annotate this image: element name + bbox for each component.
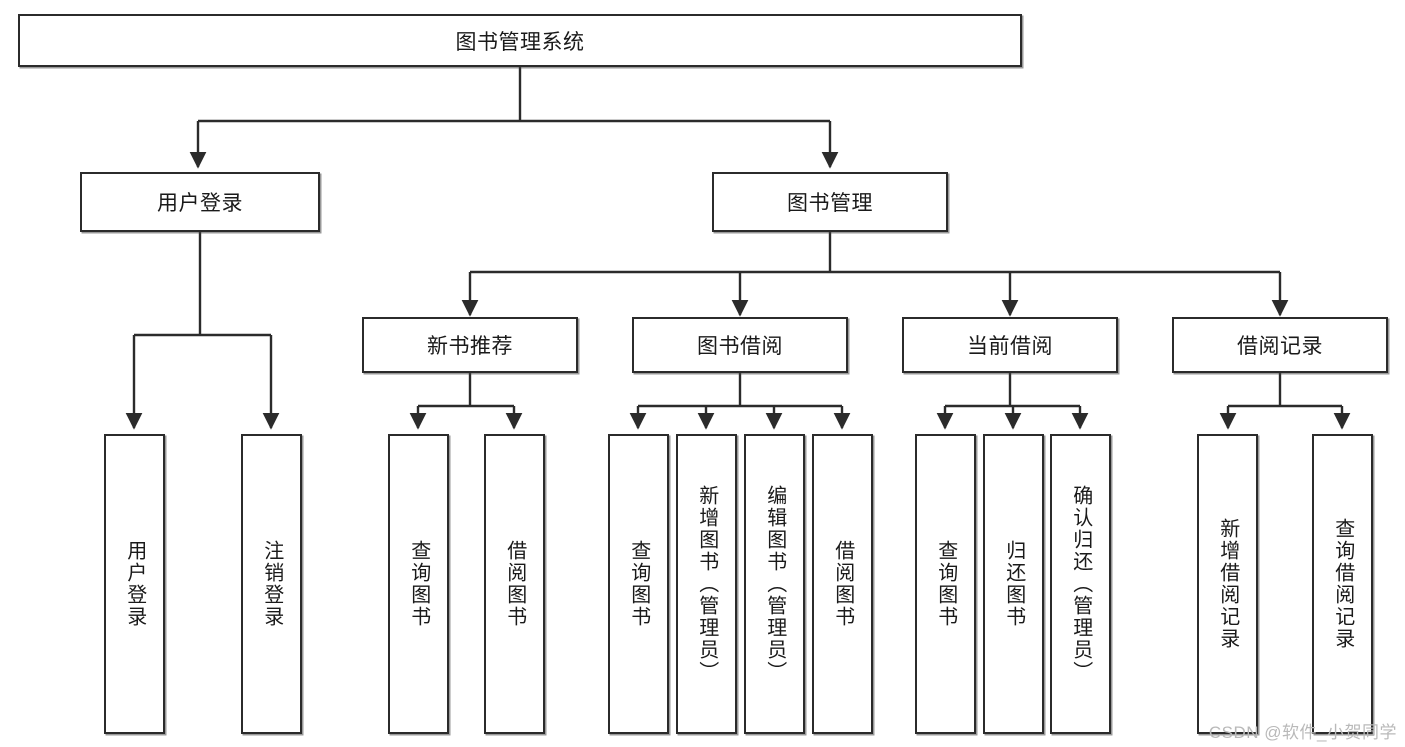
leaf-add-book-admin[interactable]: 新增图书（管理员） xyxy=(676,434,737,734)
node-new-book-recommend[interactable]: 新书推荐 xyxy=(362,317,578,373)
watermark: CSDN @软件_小贺同学 xyxy=(1208,723,1397,742)
node-book-management[interactable]: 图书管理 xyxy=(712,172,948,232)
leaf-add-borrow-record[interactable]: 新增借阅记录 xyxy=(1197,434,1258,734)
leaf-edit-book-admin[interactable]: 编辑图书（管理员） xyxy=(744,434,805,734)
leaf-return-book[interactable]: 归还图书 xyxy=(983,434,1044,734)
node-book-borrow[interactable]: 图书借阅 xyxy=(632,317,848,373)
leaf-borrow-book-borrow[interactable]: 借阅图书 xyxy=(812,434,873,734)
node-borrow-record[interactable]: 借阅记录 xyxy=(1172,317,1388,373)
node-root[interactable]: 图书管理系统 xyxy=(18,14,1022,67)
leaf-user-login[interactable]: 用户登录 xyxy=(104,434,165,734)
leaf-query-book-borrow[interactable]: 查询图书 xyxy=(608,434,669,734)
leaf-query-borrow-record[interactable]: 查询借阅记录 xyxy=(1312,434,1373,734)
leaf-query-book-current[interactable]: 查询图书 xyxy=(915,434,976,734)
node-user-login[interactable]: 用户登录 xyxy=(80,172,320,232)
leaf-borrow-book-recommend[interactable]: 借阅图书 xyxy=(484,434,545,734)
leaf-confirm-return-admin[interactable]: 确认归还（管理员） xyxy=(1050,434,1111,734)
node-current-borrow[interactable]: 当前借阅 xyxy=(902,317,1118,373)
leaf-user-logout[interactable]: 注销登录 xyxy=(241,434,302,734)
leaf-query-book-recommend[interactable]: 查询图书 xyxy=(388,434,449,734)
